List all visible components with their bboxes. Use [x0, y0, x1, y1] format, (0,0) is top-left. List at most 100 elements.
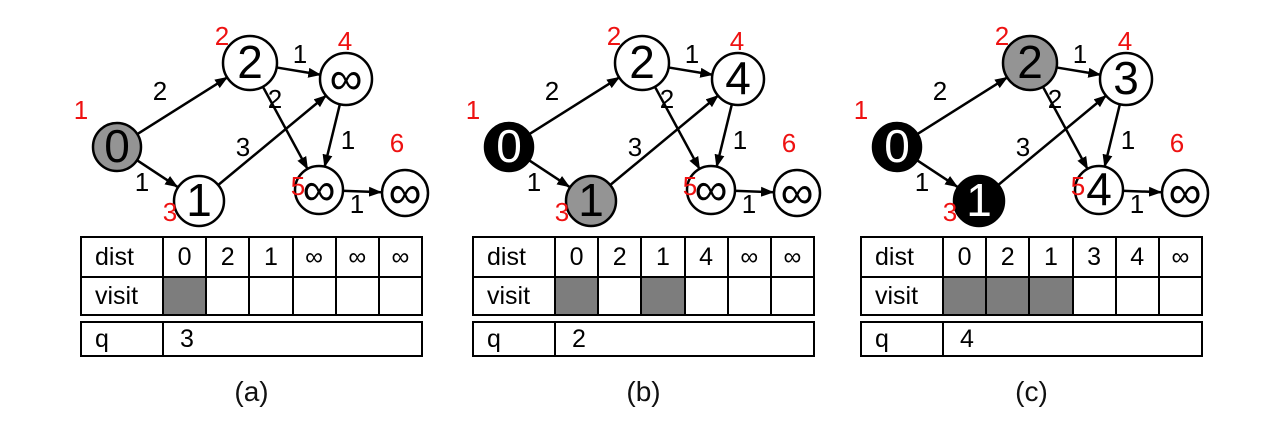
panel-b: 2 1 1 2 3 1 1 0 2 1 4 ∞ ∞	[447, 0, 837, 432]
visit-row-label: visit	[82, 276, 162, 314]
node-6-index-label: 6	[1170, 128, 1184, 158]
edge-weight-2-5: 2	[660, 84, 674, 114]
node-1-value: 0	[884, 120, 910, 172]
edge-1-3	[527, 158, 571, 189]
edge-weight-3-4: 3	[236, 132, 250, 162]
dist-cell: 0	[554, 238, 597, 276]
visit-cell	[769, 276, 813, 314]
visit-cell	[942, 276, 986, 314]
visit-cell	[597, 276, 641, 314]
node-2-circle	[221, 34, 279, 92]
edge-weight-5-6: 1	[350, 189, 364, 219]
dist-cell: 1	[640, 238, 683, 276]
edge-5-6	[341, 186, 383, 197]
edge-weight-1-2: 2	[545, 76, 559, 106]
nodes-a: 0 2 1 ∞ ∞ ∞	[91, 34, 430, 228]
node-4-circle	[1098, 51, 1154, 107]
edge-3-4	[217, 94, 328, 186]
edge-1-2	[135, 75, 229, 136]
edge-weight-3-4: 3	[628, 132, 642, 162]
edge-weight-2-4: 1	[685, 39, 699, 69]
q-value: 2	[554, 323, 813, 355]
node-3-index-label: 3	[555, 197, 569, 227]
visit-cell	[640, 276, 684, 314]
edge-4-5	[322, 103, 342, 168]
dist-row-label: dist	[487, 242, 526, 271]
visit-cell	[334, 276, 378, 314]
visit-cell	[248, 276, 292, 314]
node-2-index-label: 2	[607, 21, 621, 51]
dist-cell: 0	[942, 238, 985, 276]
edge-weight-1-3: 1	[135, 167, 149, 197]
panel-caption-b: (b)	[626, 376, 661, 407]
dist-cell: 3	[1071, 238, 1115, 276]
node-5-index-label: 5	[683, 171, 697, 201]
node-1-index-label: 1	[74, 95, 88, 125]
node-3-value: 1	[186, 174, 212, 226]
dist-cell: 4	[683, 238, 727, 276]
node-2-index-label: 2	[995, 21, 1009, 51]
node-1-index-label: 1	[854, 95, 868, 125]
dist-cell: ∞	[377, 238, 421, 276]
node-2-value: 2	[1017, 36, 1043, 88]
dist-cell: ∞	[334, 238, 378, 276]
q-value: 3	[162, 323, 421, 355]
node-5-value: ∞	[695, 163, 728, 215]
node-index-labels-a: 1 2 3 4 5 6	[74, 21, 404, 227]
visit-cell	[205, 276, 249, 314]
node-1-value: 0	[104, 120, 130, 172]
dist-visit-table-c: dist 0 2 1 3 4 ∞ visit	[860, 236, 1203, 316]
edge-weight-2-4: 1	[293, 39, 307, 69]
edge-3-4	[609, 94, 720, 186]
edge-weight-2-4: 1	[1073, 39, 1087, 69]
dist-cell: ∞	[769, 238, 813, 276]
queue-table-b: q 2	[472, 321, 815, 357]
node-6-circle	[380, 168, 430, 218]
visit-cell	[1028, 276, 1072, 314]
dist-row-label: dist	[95, 242, 134, 271]
edge-1-2	[527, 75, 621, 136]
edge-4-5	[714, 103, 734, 168]
visit-cell	[985, 276, 1029, 314]
panel-a: 2 1 1 2 3 1 1 0 2 1 ∞ ∞ ∞	[55, 0, 445, 432]
node-3-value: 1	[578, 174, 604, 226]
visit-cell	[554, 276, 598, 314]
nodes-b: 0 2 1 4 ∞ ∞	[483, 34, 822, 228]
dist-cell: 2	[205, 238, 248, 276]
q-row-label: q	[95, 324, 109, 353]
dist-cell: 1	[248, 238, 291, 276]
edge-weights-b: 2 1 1 2 3 1 1	[527, 39, 756, 219]
node-4-index-label: 4	[730, 26, 744, 56]
node-2-index-label: 2	[215, 21, 229, 51]
edge-weights-a: 2 1 1 2 3 1 1	[135, 39, 364, 219]
node-4-value: ∞	[330, 52, 363, 104]
node-6-circle	[1160, 168, 1210, 218]
queue-table-c: q 4	[860, 321, 1203, 357]
node-4-circle	[710, 51, 766, 107]
node-2-circle	[1001, 34, 1059, 92]
node-1-circle	[871, 121, 923, 173]
edge-2-4	[275, 66, 322, 78]
dist-visit-table-a: dist 0 2 1 ∞ ∞ ∞ visit	[80, 236, 423, 316]
node-1-value: 0	[496, 120, 522, 172]
visit-row-label: visit	[862, 276, 942, 314]
edge-2-4	[667, 66, 714, 78]
dist-row-label: dist	[875, 242, 914, 271]
visit-cell	[291, 276, 335, 314]
visit-cell	[726, 276, 770, 314]
node-4-index-label: 4	[338, 26, 352, 56]
edge-weight-1-3: 1	[915, 167, 929, 197]
q-value: 4	[942, 323, 1201, 355]
graph-c: 2 1 1 2 3 1 1 0 2 1 3 4 ∞	[854, 21, 1210, 228]
edge-weight-1-2: 2	[933, 76, 947, 106]
graph-b: 2 1 1 2 3 1 1 0 2 1 4 ∞ ∞	[466, 21, 822, 228]
dist-cell: ∞	[726, 238, 770, 276]
edge-2-4	[1055, 66, 1102, 78]
edge-weight-4-5: 1	[733, 125, 747, 155]
node-4-value: 3	[1113, 52, 1139, 104]
dist-cell: 4	[1114, 238, 1158, 276]
node-2-circle	[613, 34, 671, 92]
node-3-circle	[172, 174, 226, 228]
node-3-index-label: 3	[943, 197, 957, 227]
